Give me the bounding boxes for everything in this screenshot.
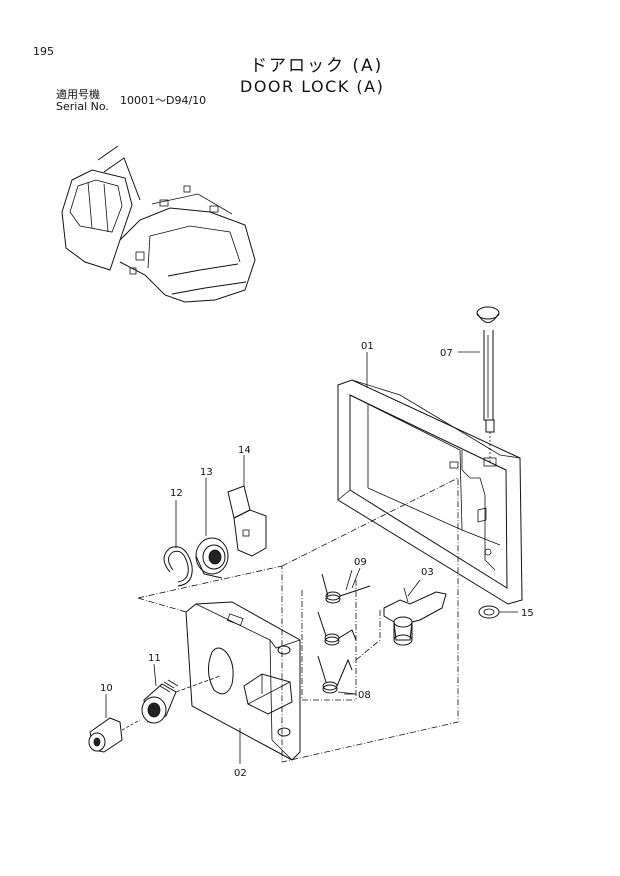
page-title: DOOR LOCK (A) [240,77,385,96]
part-09-spring [321,569,371,604]
part-14-plate [227,455,267,557]
callout-11: 11 [148,653,161,664]
callout-03: 03 [421,567,434,578]
part-08-spring-lower [317,655,357,695]
part-12-retaining-ring [163,500,193,587]
part-10-key-cylinder [88,694,141,753]
serial-label-japanese: 適用号機 [56,88,100,101]
title-japanese: ドアロック (A) [250,56,384,76]
excavator-locator-icon [61,145,256,303]
leader-lines [344,351,480,695]
callout-02: 02 [234,768,247,779]
part-02-lock-body [185,601,301,764]
callout-01: 01 [361,341,374,352]
serial-label: Serial No. [56,100,109,113]
part-11-cylinder-housing [141,663,221,724]
part-13-bushing [195,478,229,579]
part-07-pin [476,306,500,462]
callout-15: 15 [521,608,534,619]
assembly-phantom-lines [137,477,459,763]
callout-08: 08 [358,690,371,701]
callout-10: 10 [100,683,113,694]
callout-14: 14 [238,445,251,456]
callout-09: 09 [354,557,367,568]
serial-range: 10001～D94/10 [120,94,207,107]
callout-07: 07 [440,348,453,359]
callout-12: 12 [170,488,183,499]
callout-13: 13 [200,467,213,478]
part-01-housing [337,379,523,605]
part-03-lever [383,579,447,646]
part-15-ering [478,605,518,619]
page-number: 195 [33,45,54,58]
part-08-spring-upper [317,611,357,646]
